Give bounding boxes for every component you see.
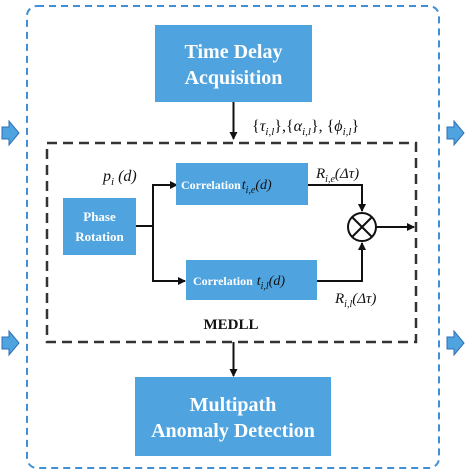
time-delay-line2: Acquisition	[185, 67, 283, 89]
multipath-line2: Anomaly Detection	[151, 420, 315, 442]
r-early-label: Ri,e(Δτ)	[315, 166, 359, 185]
svg-text:Correlationti,l(d): Correlationti,l(d)	[193, 274, 285, 292]
block-arrow-right-icon	[446, 119, 465, 147]
correlation-early-text: Correlation	[181, 178, 241, 192]
fork-to-early	[136, 181, 178, 227]
phase-rotation-block: Phase Rotation	[63, 198, 136, 255]
input-signal-label: pi (d)	[102, 168, 137, 188]
correlation-early-block: Correlationti,e(d)	[176, 163, 308, 205]
early-to-multiplier	[308, 184, 366, 212]
medll-label: MEDLL	[203, 317, 258, 333]
svg-text:Correlationti,e(d): Correlationti,e(d)	[181, 178, 272, 196]
fork-to-late	[152, 226, 186, 285]
medll-frame	[45, 141, 418, 344]
r-late-label: Ri,l(Δτ)	[334, 291, 376, 310]
circled-x-icon	[347, 212, 377, 242]
parameter-set-label: {τi,l},{αi,l}, {ϕi,l}	[252, 118, 359, 138]
multipath-anomaly-detection-block: Multipath Anomaly Detection	[135, 377, 331, 456]
time-delay-line1: Time Delay	[185, 41, 283, 63]
outer-frame	[26, 5, 440, 469]
multipath-line1: Multipath	[190, 394, 277, 416]
correlation-late-text: Correlation	[193, 274, 253, 288]
time-delay-acquisition-block: Time Delay Acquisition	[155, 25, 312, 102]
phase-rotation-line2: Rotation	[75, 229, 124, 244]
phase-rotation-line1: Phase	[83, 209, 116, 224]
late-to-multiplier	[317, 242, 366, 282]
block-arrow-right-icon	[1, 329, 20, 357]
block-arrow-right-icon	[1, 119, 20, 147]
block-arrow-right-icon	[446, 329, 465, 357]
